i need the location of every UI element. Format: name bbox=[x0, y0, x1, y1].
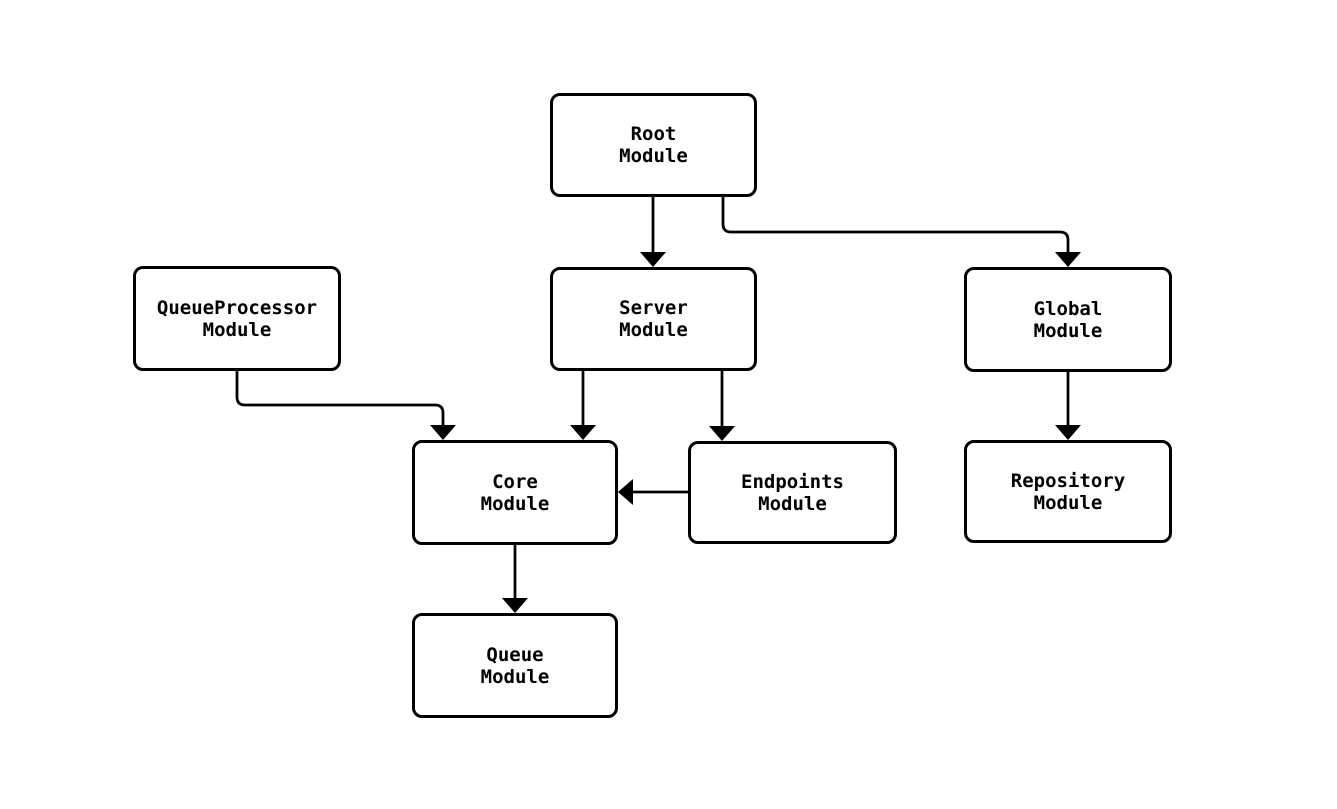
node-label-root: Root Module bbox=[619, 123, 688, 167]
arrowhead-endpoints-to-core bbox=[618, 479, 633, 505]
node-root-module: Root Module bbox=[550, 93, 757, 197]
node-queue-module: Queue Module bbox=[412, 613, 618, 718]
arrowhead-root-to-server bbox=[640, 252, 666, 267]
node-core-module: Core Module bbox=[412, 440, 618, 545]
node-label-endpoints: Endpoints Module bbox=[741, 470, 844, 515]
arrowhead-core-to-queue bbox=[502, 598, 528, 613]
arrowhead-global-to-repository bbox=[1055, 425, 1081, 440]
arrowhead-root-to-global bbox=[1055, 252, 1081, 267]
node-label-queue: Queue Module bbox=[480, 643, 550, 688]
node-label-global: Global Module bbox=[1033, 297, 1103, 342]
node-label-core: Core Module bbox=[480, 470, 550, 515]
node-label-repository: Repository Module bbox=[1010, 469, 1126, 514]
node-server-module: Server Module bbox=[550, 267, 757, 371]
node-label-server: Server Module bbox=[619, 297, 688, 341]
arrowhead-server-to-endpoints bbox=[709, 426, 735, 441]
node-endpoints-module: Endpoints Module bbox=[688, 441, 897, 544]
edge-root-to-global bbox=[721, 197, 1070, 254]
node-label-queueprocessor: QueueProcessor Module bbox=[156, 296, 318, 341]
arrowhead-queueprocessor-to-core bbox=[430, 425, 456, 440]
arrowhead-server-to-core bbox=[570, 425, 596, 440]
node-global-module: Global Module bbox=[964, 267, 1172, 372]
node-repository-module: Repository Module bbox=[964, 440, 1172, 543]
edge-queueprocessor-to-core bbox=[235, 371, 445, 427]
node-queueprocessor-module: QueueProcessor Module bbox=[133, 266, 341, 371]
